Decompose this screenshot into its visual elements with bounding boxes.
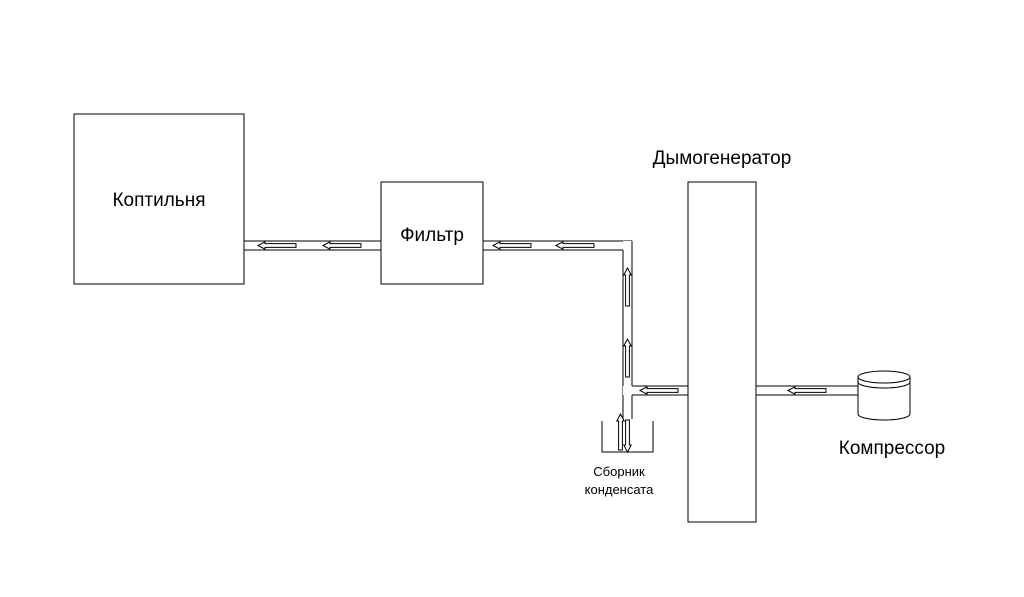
flow-arrow-left [638, 385, 679, 396]
compressor-label: Компрессор [839, 438, 945, 459]
pipe-filter-to-smokehouse [244, 240, 381, 251]
node-filter: Фильтр [380, 181, 484, 285]
pipe-generator-to-riser [623, 385, 688, 396]
flow-arrow-left [491, 240, 532, 251]
pipe-riser-to-filter [483, 240, 632, 251]
condensate-label-line1: Сборник [593, 464, 645, 479]
condensate-label-line2: конденсата [585, 482, 654, 497]
filter-label: Фильтр [400, 225, 464, 246]
flow-arrow-left [554, 240, 595, 251]
flow-arrow-left [321, 240, 362, 251]
flow-arrow-left [256, 240, 297, 251]
compressor-cylinder-icon [857, 377, 911, 421]
flow-arrow-left [786, 385, 827, 396]
pipe-compressor-to-generator [756, 385, 858, 396]
smokehouse-label: Коптильня [112, 190, 205, 211]
flow-arrow-up [622, 266, 633, 307]
pipe-condensate-drain [615, 395, 633, 454]
flow-arrow-up [622, 337, 633, 378]
condensate-container-icon [601, 421, 654, 453]
flow-arrow-down [622, 419, 633, 454]
node-condensate-collector: Сборник конденсата [585, 421, 654, 497]
node-smoke-generator: Дымогенератор [653, 148, 792, 523]
node-compressor: Компрессор [839, 370, 945, 459]
flow-arrow-up [615, 412, 626, 451]
smoke-generator-label: Дымогенератор [653, 148, 792, 169]
node-smokehouse: Коптильня [73, 113, 245, 285]
